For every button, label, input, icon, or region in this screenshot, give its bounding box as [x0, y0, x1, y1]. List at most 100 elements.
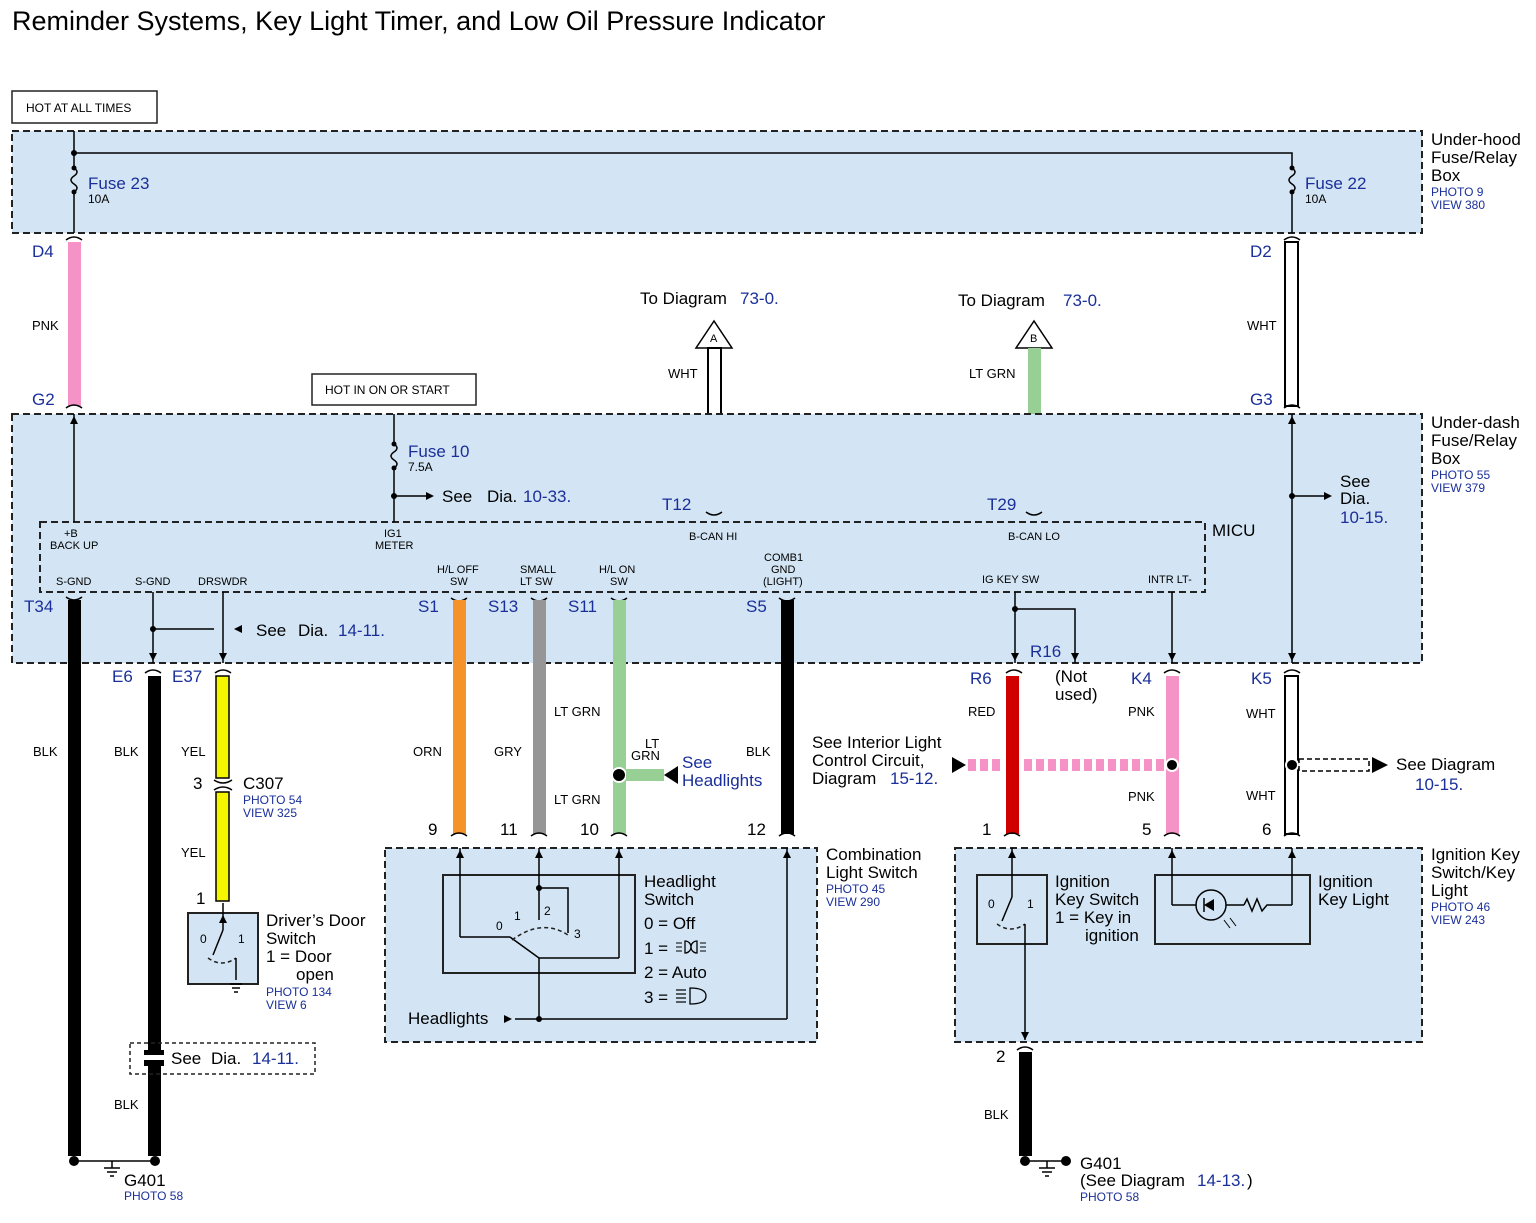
pin-comb-2: GND [771, 564, 796, 576]
led-icon-diode [1204, 899, 1214, 911]
fuse22-node-top [1289, 165, 1295, 171]
key-switch-arrow [1008, 850, 1016, 858]
wire-label-ltgrn-2: LT GRN [554, 792, 600, 807]
key-switch-label-2: Key Switch [1055, 890, 1139, 909]
wire-label-ltgrn-branch-2: GRN [631, 748, 660, 763]
g401-right-node-1 [1020, 1156, 1030, 1166]
hs-pos3: 3 [574, 927, 581, 941]
see-1015-lower-1: See Diagram [1396, 755, 1495, 774]
wire-wht-dashed [1298, 758, 1370, 772]
key-light-arrow-left [1168, 850, 1176, 858]
pin12-connector-mark [778, 832, 796, 837]
g401-right-node-2 [1061, 1156, 1071, 1166]
wire-blk-e6 [148, 676, 161, 1156]
pin-bcan-lo: B-CAN LO [1008, 531, 1060, 543]
headlights-arrow [504, 1015, 512, 1023]
g401-right-note-ref: 14-13. [1197, 1171, 1245, 1190]
see-1411-lower-prefix: See [171, 1049, 201, 1068]
fuse23-rating: 10A [88, 192, 109, 206]
hs-label-2: Switch [644, 890, 694, 909]
conn-t34: T34 [24, 597, 53, 616]
door-switch-arc [207, 957, 237, 964]
conn-g2: G2 [32, 390, 55, 409]
k5-connector-mark [1283, 669, 1301, 674]
underhood-fuse-box [11, 130, 1423, 234]
wire-label-blk-ign: BLK [984, 1107, 1009, 1122]
wire-label-blk-3: BLK [114, 1097, 139, 1112]
see-1411-lower-gap [144, 1055, 164, 1060]
hs-auto: 2 = Auto [644, 963, 707, 982]
door-switch-blade [212, 929, 224, 956]
see-1411-lower-box [129, 1042, 316, 1075]
igkey-arrow [1011, 653, 1019, 661]
underdash-label-3: Box [1431, 449, 1461, 468]
sgnd2-arrow [149, 653, 157, 661]
backup-arrow [70, 416, 78, 424]
interior-light-1: See Interior Light [812, 733, 942, 752]
combo-pin12: 12 [747, 820, 766, 839]
wire-blk-t34 [68, 600, 81, 1156]
r6-connector-mark [1005, 669, 1023, 674]
hot-in-on-or-start-box [311, 373, 477, 406]
headlight-icon [676, 987, 707, 1005]
pin5-connector-mark [1163, 832, 1181, 837]
pin-backup-1: +B [64, 528, 78, 540]
pin-hlon-2: SW [610, 576, 628, 588]
fuse23-label: Fuse 23 [88, 174, 149, 193]
see-1411-dia: Dia. [298, 621, 328, 640]
micu-box [39, 521, 1206, 593]
conn-r16: R16 [1030, 642, 1061, 661]
hs-pin12-arrow [783, 850, 791, 858]
underdash-photo: PHOTO 55 [1431, 468, 1490, 482]
k5-arrow-down [1288, 653, 1296, 661]
wire-ltgrn-branch [626, 769, 664, 781]
hs-three: 3 = [644, 988, 668, 1007]
hot-at-all-times-label: HOT AT ALL TIMES [26, 101, 131, 115]
g401-left-node-1 [69, 1156, 79, 1166]
key-switch-arc [996, 923, 1026, 930]
g401-left-photo: PHOTO 58 [124, 1189, 183, 1203]
wire-label-red: RED [968, 704, 995, 719]
combination-switch-box [384, 847, 818, 1043]
see-1033-ref: 10-33. [523, 487, 571, 506]
see-1411-prefix: See [256, 621, 286, 640]
e37-connector-mark [214, 669, 232, 674]
pin-drswdr: DRSWDR [198, 576, 248, 588]
pin-small-1: SMALL [520, 564, 556, 576]
d4-connector-mark [65, 236, 83, 241]
door-switch-label-1: Driver’s Door [266, 911, 366, 930]
conn-e6: E6 [112, 667, 133, 686]
t29-connector-mark [1025, 511, 1043, 516]
combo-pin11: 11 [500, 820, 518, 839]
c307-mark-bottom [213, 786, 233, 791]
k4-connector-mark [1163, 669, 1181, 674]
conn-d2: D2 [1250, 242, 1272, 261]
see-1015-3: 10-15. [1340, 508, 1388, 527]
wire-label-yel-1: YEL [181, 744, 206, 759]
see-headlights-arrow [664, 766, 678, 784]
door-switch-arrow [219, 915, 227, 923]
pin-igkey: IG KEY SW [982, 574, 1040, 586]
wire-label-wht-a: WHT [668, 366, 698, 381]
combo-view: VIEW 290 [826, 895, 880, 909]
ignition-photo: PHOTO 46 [1431, 900, 1490, 914]
see-1015-1: See [1340, 472, 1370, 491]
door-switch-photo: PHOTO 134 [266, 985, 332, 999]
hot-at-all-times-box [11, 90, 158, 124]
hs-pos2: 2 [544, 904, 551, 918]
interior-light-ref: 15-12. [890, 769, 938, 788]
ignition-view: VIEW 243 [1431, 913, 1485, 927]
g401-left-label: G401 [124, 1171, 166, 1190]
fuse22-rating: 10A [1305, 192, 1326, 206]
key-light-label-1: Ignition [1318, 872, 1373, 891]
underhood-label-2: Fuse/Relay [1431, 148, 1517, 167]
combo-pin10: 10 [580, 820, 599, 839]
underhood-label-1: Under-hood [1431, 130, 1521, 149]
g2-connector-mark [65, 404, 83, 409]
fuse10-symbol [390, 443, 398, 469]
wire-label-blk-s5: BLK [746, 744, 771, 759]
key-switch-blade [1001, 896, 1013, 922]
pin-ig1-2: METER [375, 540, 414, 552]
pin-ig1-1: IG1 [384, 528, 402, 540]
conn-s1: S1 [418, 597, 439, 616]
